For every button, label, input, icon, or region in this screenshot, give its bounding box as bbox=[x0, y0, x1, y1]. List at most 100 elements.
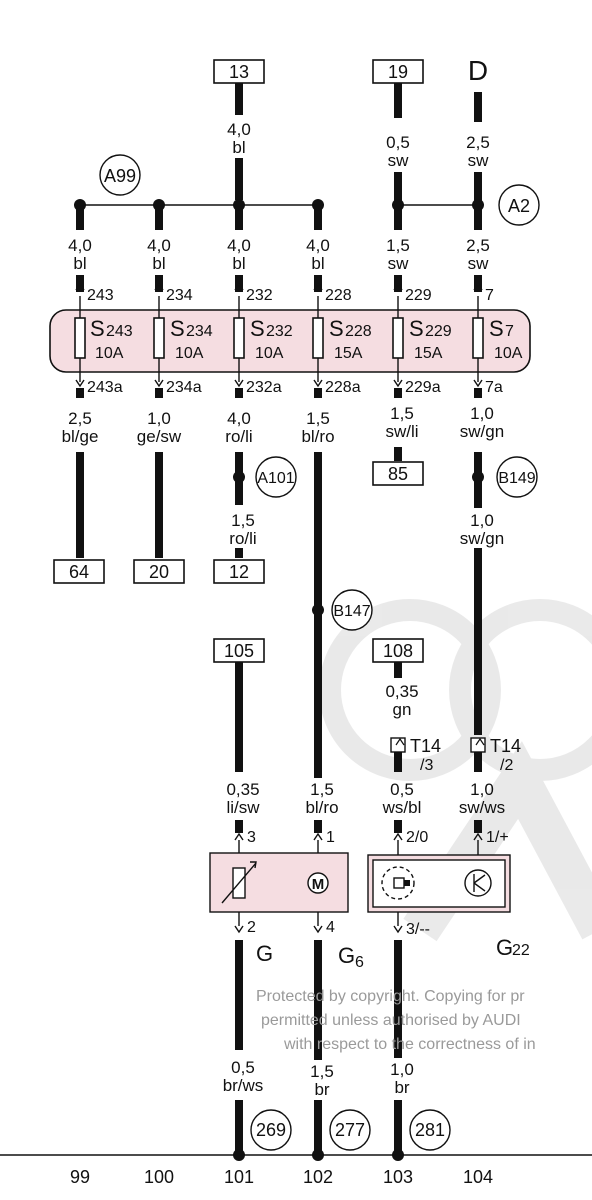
wire-color: sw bbox=[468, 254, 490, 273]
pin-label: 3 bbox=[247, 829, 256, 846]
ref-12-label: 12 bbox=[229, 562, 249, 582]
fuse-s228: S 228 15A bbox=[329, 316, 372, 362]
wire-size: 0,35 bbox=[226, 780, 259, 799]
circle-a101-label: A101 bbox=[257, 470, 294, 487]
ref-64: 64 bbox=[53, 559, 105, 584]
fuse-s229: S 229 15A bbox=[409, 316, 452, 362]
fuse-panel bbox=[49, 309, 531, 373]
ref-108: 108 bbox=[372, 638, 424, 663]
fuse-amps: 10A bbox=[494, 345, 523, 362]
wire-size: 1,5 bbox=[310, 1062, 334, 1081]
wire-color: ro/li bbox=[229, 529, 256, 548]
fuse-amps: 15A bbox=[334, 345, 363, 362]
wire-size: 2,5 bbox=[68, 409, 92, 428]
ref-20-label: 20 bbox=[149, 562, 169, 582]
component-g22-sub: 22 bbox=[512, 942, 530, 959]
circle-b147-label: B147 bbox=[333, 603, 370, 620]
pin-label: 2/0 bbox=[406, 829, 428, 846]
fuse-number: 229 bbox=[425, 323, 452, 340]
wire-size: 0,35 bbox=[385, 682, 418, 701]
circle-b149: B149 bbox=[496, 456, 538, 498]
fuse-prefix: S bbox=[170, 316, 185, 341]
wire-labels: 4,0 bl 0,5 sw 2,5 sw 4,0 bl 4,0 bl 4,0 b… bbox=[62, 120, 506, 1099]
pin-label: 7a bbox=[485, 379, 503, 396]
track-number: 100 bbox=[144, 1167, 174, 1187]
connector-t14-3 bbox=[390, 737, 406, 753]
ref-12: 12 bbox=[213, 559, 265, 584]
pin-label: 7 bbox=[485, 287, 494, 304]
wire-size: 2,5 bbox=[466, 236, 490, 255]
wire-size: 1,0 bbox=[470, 511, 494, 530]
ref-13: 13 bbox=[213, 59, 265, 84]
wire-size: 4,0 bbox=[227, 120, 251, 139]
motor-icon: M bbox=[307, 872, 329, 894]
pin-label: 2 bbox=[247, 919, 256, 936]
watermark-line: Protected by copyright. Copying for pr bbox=[256, 988, 525, 1005]
connector-t14-pin: /2 bbox=[500, 757, 513, 774]
pin-label: 232a bbox=[246, 379, 282, 396]
wire-color: bl/ge bbox=[62, 427, 99, 446]
pin-label: 228 bbox=[325, 287, 352, 304]
track-number: 102 bbox=[303, 1167, 333, 1187]
transistor-icon bbox=[464, 869, 492, 897]
junction-dots bbox=[74, 199, 484, 616]
wire-size: 1,0 bbox=[147, 409, 171, 428]
wire-size: 1,5 bbox=[310, 780, 334, 799]
fuse-number: 243 bbox=[106, 323, 133, 340]
wire-size: 2,5 bbox=[466, 133, 490, 152]
wire-size: 1,0 bbox=[470, 780, 494, 799]
variable-resistor-icon bbox=[221, 861, 257, 904]
wire-color: sw/ws bbox=[459, 798, 505, 817]
pin-label: 234 bbox=[166, 287, 193, 304]
svg-text:M: M bbox=[312, 876, 325, 893]
wire-color: sw bbox=[468, 151, 490, 170]
ref-20: 20 bbox=[133, 559, 185, 584]
component-g-label: G bbox=[256, 941, 273, 966]
fuse-prefix: S bbox=[489, 316, 504, 341]
connector-t14-pin: /3 bbox=[420, 757, 433, 774]
fuse-number: 232 bbox=[266, 323, 293, 340]
wire-color: bl bbox=[311, 254, 324, 273]
wire-color: ro/li bbox=[225, 427, 252, 446]
wire-color: ws/bl bbox=[382, 798, 422, 817]
wire-size: 1,0 bbox=[470, 404, 494, 423]
wire-color: sw/gn bbox=[460, 529, 504, 548]
ref-13-label: 13 bbox=[229, 62, 249, 82]
fuse-number: 228 bbox=[345, 323, 372, 340]
connector-labels: T14 /3 T14 /2 bbox=[410, 736, 521, 774]
pin-label: 3/-- bbox=[406, 921, 430, 938]
fuse-leads bbox=[79, 296, 479, 382]
pin-label: 232 bbox=[246, 287, 273, 304]
pin-label: 1 bbox=[326, 829, 335, 846]
ref-85: 85 bbox=[372, 461, 424, 486]
wire-color: bl bbox=[232, 138, 245, 157]
pin-label: 4 bbox=[326, 919, 335, 936]
ref-19-label: 19 bbox=[388, 62, 408, 82]
pin-label: 229a bbox=[405, 379, 441, 396]
track-number: 101 bbox=[224, 1167, 254, 1187]
wire-size: 4,0 bbox=[147, 236, 171, 255]
pin-label: 243 bbox=[87, 287, 114, 304]
wire-color: bl/ro bbox=[301, 427, 334, 446]
connector-t14-label: T14 bbox=[410, 736, 441, 756]
wire-size: 1,5 bbox=[386, 236, 410, 255]
circle-a2-label: A2 bbox=[508, 196, 530, 216]
fuse-s7: S 7 10A bbox=[489, 316, 523, 362]
fuse-prefix: S bbox=[409, 316, 424, 341]
circle-b147: B147 bbox=[331, 589, 373, 631]
fuse-s243: S 243 10A bbox=[90, 316, 133, 362]
fuse-amps: 10A bbox=[175, 345, 204, 362]
ref-105: 105 bbox=[213, 638, 265, 663]
fuse-amps: 10A bbox=[255, 345, 284, 362]
pin-labels: 243 234 232 228 229 7 243a 234a 232a 228… bbox=[87, 287, 509, 938]
pin-label: 234a bbox=[166, 379, 202, 396]
ref-105-label: 105 bbox=[224, 641, 254, 661]
wire-size: 4,0 bbox=[227, 236, 251, 255]
wire-color: bl/ro bbox=[305, 798, 338, 817]
circle-b149-label: B149 bbox=[498, 470, 535, 487]
component-g6-label: G bbox=[338, 943, 355, 968]
ground-dots bbox=[233, 1149, 404, 1161]
wire-color: sw bbox=[388, 254, 410, 273]
pin-label: 243a bbox=[87, 379, 123, 396]
